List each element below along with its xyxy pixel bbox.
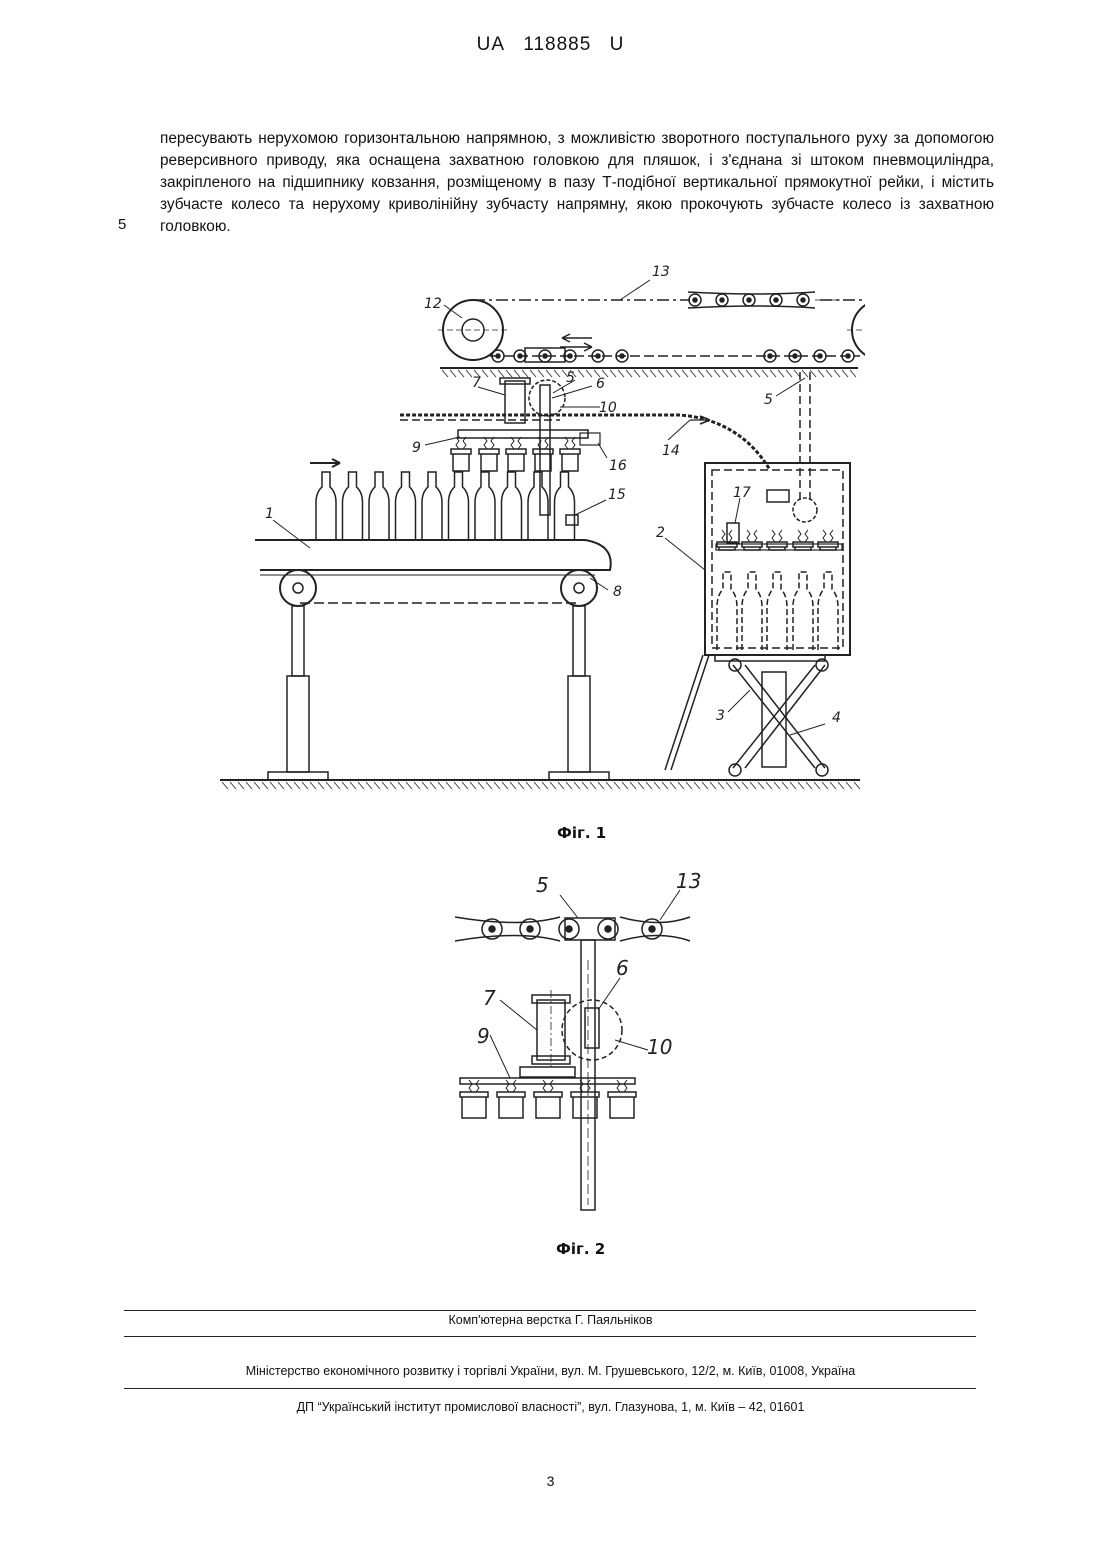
fig1-label-10: 10 xyxy=(599,400,617,416)
fig1-label-13: 13 xyxy=(652,264,670,280)
page-number: 3 xyxy=(0,1473,1101,1489)
figure-1-drawing: 12345678910111213141516175 xyxy=(215,255,865,795)
footer-compositor: Комп'ютерна верстка Г. Паяльніков xyxy=(0,1313,1101,1327)
fig2-label-5: 5 xyxy=(536,873,549,897)
fig1-label-5-upper: 5 xyxy=(566,370,575,386)
line-number: 5 xyxy=(118,216,126,233)
fig1-label-15: 15 xyxy=(608,487,626,503)
fig2-label-9: 9 xyxy=(477,1024,490,1048)
figure-2-drawing: 5 13 6 7 10 9 xyxy=(440,865,710,1220)
fig2-label-13: 13 xyxy=(676,869,701,893)
figure-2-caption: Фіг. 2 xyxy=(556,1240,605,1258)
footer-rule-1 xyxy=(124,1310,976,1311)
fig1-label-3: 3 xyxy=(716,708,725,724)
fig2-label-6: 6 xyxy=(616,956,629,980)
header-kind: U xyxy=(610,34,625,55)
header-number: 118885 xyxy=(523,34,591,55)
fig2-label-10: 10 xyxy=(647,1035,672,1059)
fig2-label-7: 7 xyxy=(483,986,496,1010)
header-country: UA xyxy=(477,34,505,55)
fig1-label-14: 14 xyxy=(662,443,680,459)
document-header: UA 118885 U xyxy=(0,34,1101,56)
fig1-label-16: 16 xyxy=(609,458,627,474)
fig1-label-17: 17 xyxy=(733,485,751,501)
fig1-label-2: 2 xyxy=(656,525,665,541)
footer-institute: ДП “Український інститут промислової вла… xyxy=(0,1400,1101,1414)
footer-rule-3 xyxy=(124,1388,976,1389)
fig1-label-12: 12 xyxy=(424,296,442,312)
footer-ministry: Міністерство економічного розвитку і тор… xyxy=(0,1364,1101,1378)
claim-text: пересувають нерухомою горизонтальною нап… xyxy=(160,128,994,238)
fig1-label-6: 6 xyxy=(596,376,605,392)
fig1-label-1: 1 xyxy=(265,506,274,522)
footer-rule-2 xyxy=(124,1336,976,1337)
fig1-label-7: 7 xyxy=(472,375,481,391)
fig1-label-8: 8 xyxy=(613,584,622,600)
fig1-label-5: 5 xyxy=(764,392,773,408)
fig1-label-4: 4 xyxy=(832,710,841,726)
figure-1-caption: Фіг. 1 xyxy=(557,824,606,842)
fig1-label-9: 9 xyxy=(412,440,421,456)
